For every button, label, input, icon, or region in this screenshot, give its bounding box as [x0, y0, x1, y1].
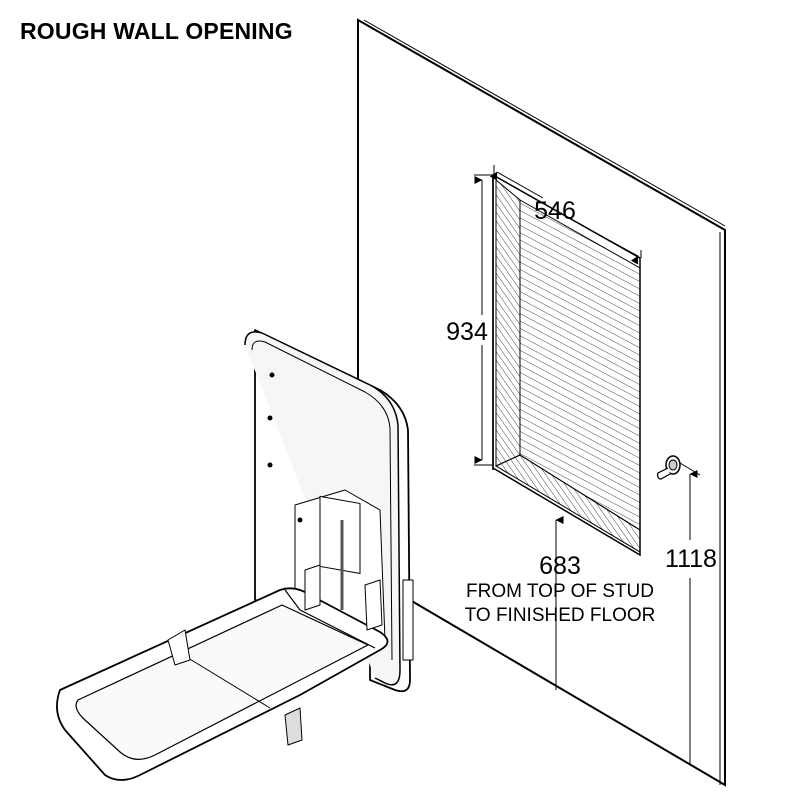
height-dimension: 934	[446, 318, 488, 346]
diagram-title: ROUGH WALL OPENING	[20, 18, 293, 44]
wall-bolt-icon	[657, 455, 681, 480]
width-dimension: 546	[534, 197, 576, 225]
bolt-height-dimension: 1118	[665, 545, 717, 573]
wall-opening	[492, 173, 641, 557]
dimension-lines	[474, 165, 701, 765]
note-line-2: TO FINISHED FLOOR	[465, 605, 656, 626]
changing-station-illustration	[56, 329, 414, 781]
stud-height-dimension: 683	[539, 552, 581, 580]
note-line-1: FROM TOP OF STUD	[466, 581, 654, 602]
